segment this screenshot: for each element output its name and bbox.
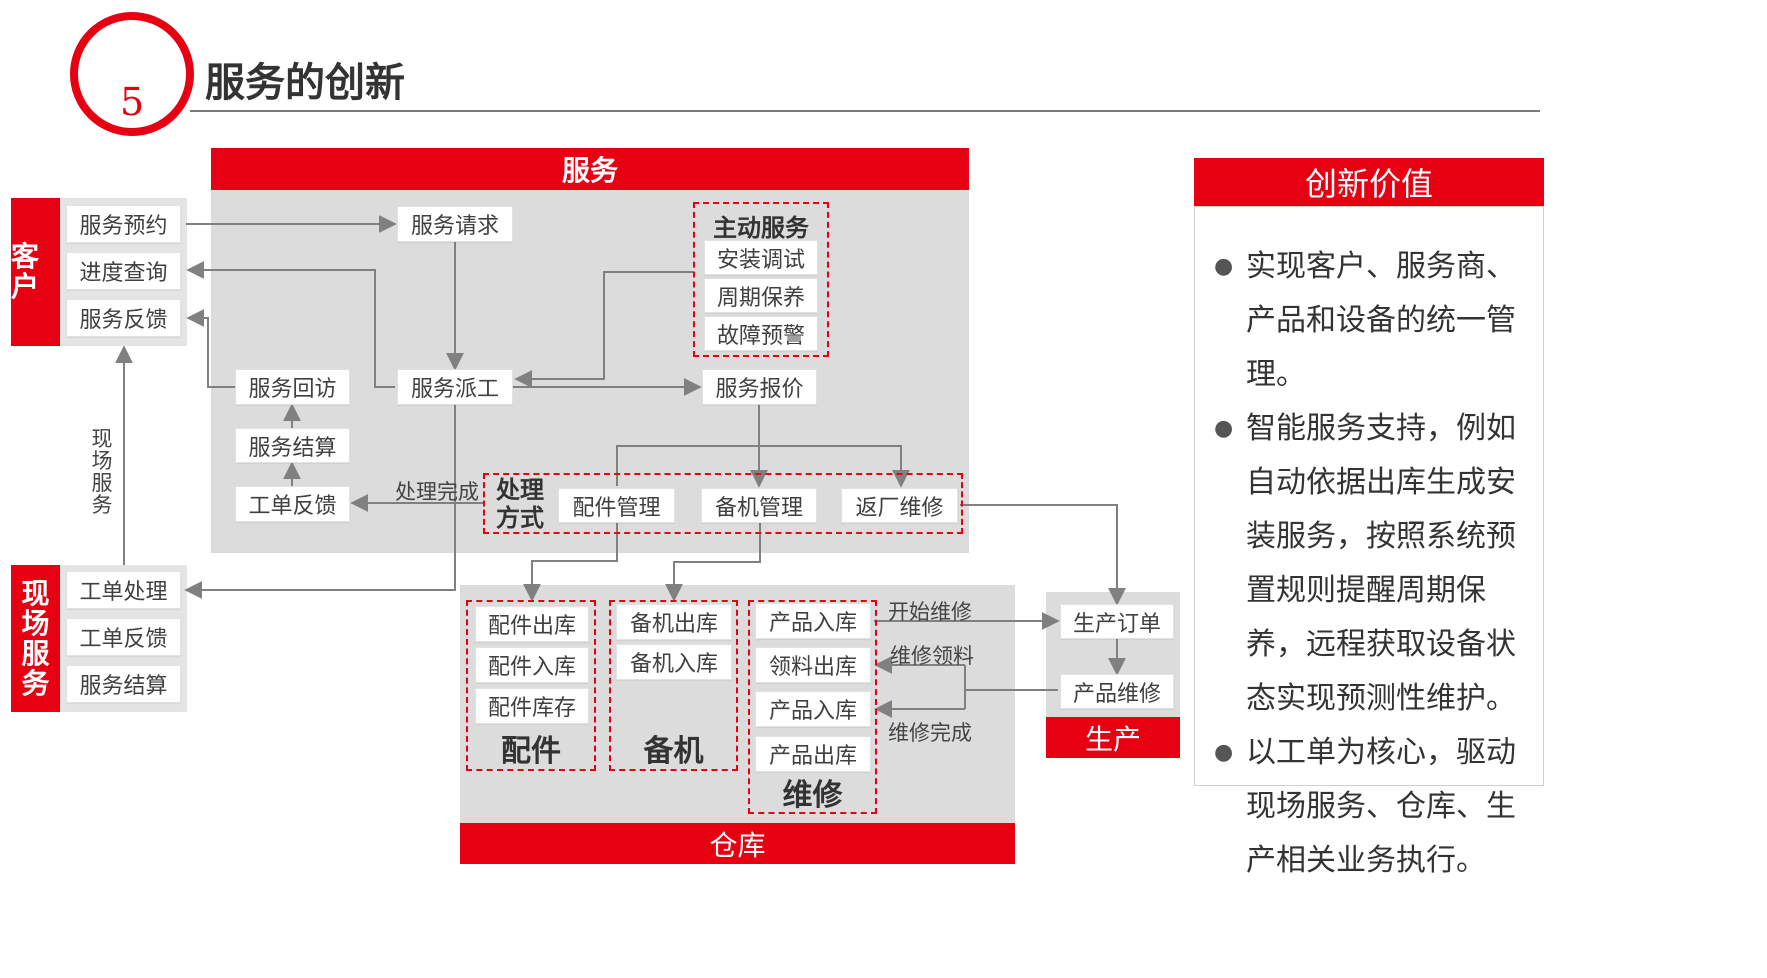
order-feedback-node[interactable]: 工单反馈 bbox=[235, 486, 350, 522]
handling-item-spare[interactable]: 备机管理 bbox=[701, 488, 817, 523]
active-service-group bbox=[693, 202, 829, 357]
active-item-maintenance[interactable]: 周期保养 bbox=[704, 278, 818, 313]
parts-item-inbound[interactable]: 配件入库 bbox=[475, 647, 589, 683]
production-item-repair[interactable]: 产品维修 bbox=[1060, 674, 1174, 709]
handling-title: 处理方式 bbox=[496, 476, 544, 532]
customer-item-progress[interactable]: 进度查询 bbox=[66, 252, 181, 290]
spare-item-outbound[interactable]: 备机出库 bbox=[616, 604, 732, 640]
note-repair-material: 维修领料 bbox=[890, 644, 974, 668]
handling-item-parts[interactable]: 配件管理 bbox=[558, 488, 675, 523]
handling-group bbox=[483, 473, 963, 534]
warehouse-footer: 仓库 bbox=[460, 823, 1015, 864]
customer-label: 客户 bbox=[11, 198, 60, 346]
repair-item-product-outbound[interactable]: 产品出库 bbox=[755, 736, 871, 772]
field-item-order-handling[interactable]: 工单处理 bbox=[66, 571, 181, 609]
parts-item-outbound[interactable]: 配件出库 bbox=[475, 606, 589, 642]
value-header: 创新价值 bbox=[1194, 158, 1544, 206]
service-dispatch-node[interactable]: 服务派工 bbox=[397, 369, 513, 405]
repair-item-product-inbound-2[interactable]: 产品入库 bbox=[755, 691, 871, 727]
service-revisit-node[interactable]: 服务回访 bbox=[235, 369, 350, 405]
field-item-order-feedback[interactable]: 工单反馈 bbox=[66, 618, 181, 656]
parts-group-label: 配件 bbox=[501, 734, 561, 769]
active-service-title: 主动服务 bbox=[713, 214, 809, 242]
production-item-order[interactable]: 生产订单 bbox=[1060, 604, 1174, 639]
service-settlement-node[interactable]: 服务结算 bbox=[235, 428, 350, 463]
service-header: 服务 bbox=[211, 148, 969, 190]
handling-done-label: 处理完成 bbox=[395, 480, 479, 504]
service-quote-node[interactable]: 服务报价 bbox=[702, 369, 817, 405]
page-title: 服务的创新 bbox=[205, 60, 405, 106]
customer-item-feedback[interactable]: 服务反馈 bbox=[66, 299, 181, 337]
spare-group bbox=[609, 600, 738, 771]
repair-group-label: 维修 bbox=[782, 778, 843, 813]
note-start-repair: 开始维修 bbox=[888, 600, 972, 624]
repair-item-material-outbound[interactable]: 领料出库 bbox=[755, 647, 871, 683]
production-footer: 生产 bbox=[1046, 717, 1180, 758]
header-divider bbox=[190, 110, 1540, 112]
section-number-badge: 5 bbox=[70, 12, 194, 136]
field-label: 现场服务 bbox=[11, 565, 60, 712]
value-bullet: 以工单为核心，驱动现场服务、仓库、生产相关业务执行。 bbox=[1214, 726, 1524, 888]
repair-item-product-inbound[interactable]: 产品入库 bbox=[755, 603, 871, 639]
spare-group-label: 备机 bbox=[643, 734, 704, 769]
value-bullet: 实现客户、服务商、产品和设备的统一管理。 bbox=[1214, 240, 1524, 402]
repair-group bbox=[748, 600, 877, 814]
active-item-fault-warning[interactable]: 故障预警 bbox=[704, 316, 818, 351]
parts-item-stock[interactable]: 配件库存 bbox=[475, 688, 589, 724]
field-item-settlement[interactable]: 服务结算 bbox=[66, 665, 181, 703]
customer-item-appointment[interactable]: 服务预约 bbox=[66, 205, 181, 243]
field-service-link-label: 现场服务 bbox=[91, 427, 113, 517]
value-bullet: 智能服务支持，例如自动依据出库生成安装服务，按照系统预置规则提醒周期保养，远程获… bbox=[1214, 402, 1524, 726]
service-request-node[interactable]: 服务请求 bbox=[397, 206, 513, 242]
section-number: 5 bbox=[120, 80, 145, 124]
handling-item-return-repair[interactable]: 返厂维修 bbox=[841, 488, 958, 523]
parts-group bbox=[466, 600, 596, 771]
note-repair-done: 维修完成 bbox=[888, 721, 972, 745]
value-bullet-list: 实现客户、服务商、产品和设备的统一管理。 智能服务支持，例如自动依据出库生成安装… bbox=[1214, 240, 1524, 888]
active-item-installation[interactable]: 安装调试 bbox=[704, 240, 818, 275]
spare-item-inbound[interactable]: 备机入库 bbox=[616, 644, 732, 680]
